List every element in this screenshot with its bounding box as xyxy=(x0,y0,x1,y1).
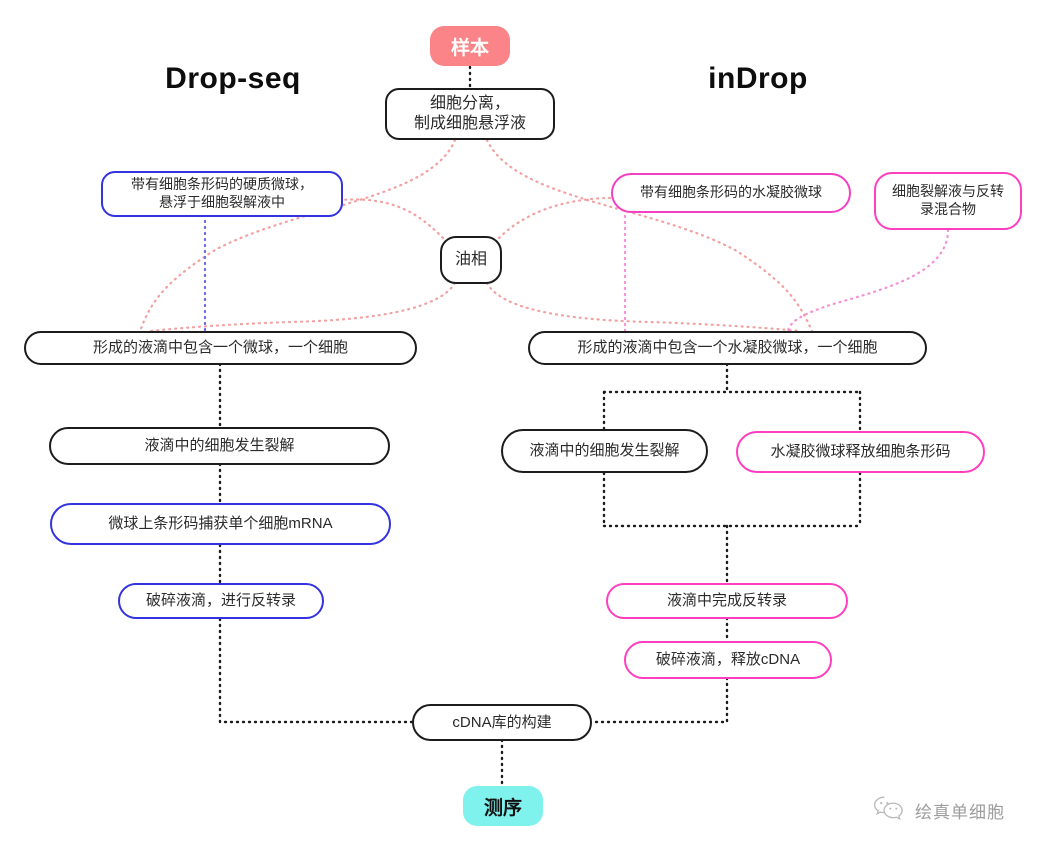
node-cell-separation[interactable]: 细胞分离， 制成细胞悬浮液 xyxy=(385,88,555,140)
edge-indrop-break-to-cdna xyxy=(590,676,729,724)
node-indrop-droplet[interactable]: 形成的液滴中包含一个水凝胶微球，一个细胞 xyxy=(528,331,927,365)
node-indrop-rt[interactable]: 液滴中完成反转录 xyxy=(606,583,848,619)
node-dropseq-droplet[interactable]: 形成的液滴中包含一个微球，一个细胞 xyxy=(24,331,417,365)
node-indrop-break[interactable]: 破碎液滴，释放cDNA xyxy=(624,641,832,679)
edge-dropseq-break-to-cdna xyxy=(218,617,414,724)
node-dropseq-capture[interactable]: 微球上条形码捕获单个细胞mRNA xyxy=(50,503,391,545)
edge-oil-in-right xyxy=(497,196,616,240)
node-cdna-library[interactable]: cDNA库的构建 xyxy=(412,704,592,741)
wechat-icon xyxy=(872,795,906,826)
node-indrop-beads[interactable]: 带有细胞条形码的水凝胶微球 xyxy=(611,173,851,213)
node-lysis-rt-mix[interactable]: 细胞裂解液与反转 录混合物 xyxy=(874,172,1022,230)
title-drop-seq: Drop-seq xyxy=(165,62,301,95)
node-oil-phase[interactable]: 油相 xyxy=(440,236,502,284)
watermark-text: 绘真单细胞 xyxy=(915,803,1005,822)
edge-oil-to-indrop-droplet xyxy=(485,281,802,333)
edge-cellsep-to-indrop-droplet xyxy=(485,138,814,333)
node-dropseq-lysis[interactable]: 液滴中的细胞发生裂解 xyxy=(49,427,390,465)
node-dropseq-beads[interactable]: 带有细胞条形码的硬质微球， 悬浮于细胞裂解液中 xyxy=(101,171,343,217)
edge-oil-to-dropseq-droplet xyxy=(148,281,457,333)
edge-oil-in-left xyxy=(338,198,445,240)
tag-sequencing[interactable]: 测序 xyxy=(463,786,543,826)
node-dropseq-break[interactable]: 破碎液滴，进行反转录 xyxy=(118,583,324,619)
node-indrop-lysis[interactable]: 液滴中的细胞发生裂解 xyxy=(501,429,708,473)
edge-lysismix-to-indrop-droplet xyxy=(786,228,950,333)
edge-cellsep-to-dropseq-droplet xyxy=(138,138,457,333)
tag-sample[interactable]: 样本 xyxy=(430,26,510,66)
title-indrop: inDrop xyxy=(708,62,808,95)
watermark: 绘真单细胞 xyxy=(872,795,1005,826)
node-indrop-release[interactable]: 水凝胶微球释放细胞条形码 xyxy=(736,431,985,473)
